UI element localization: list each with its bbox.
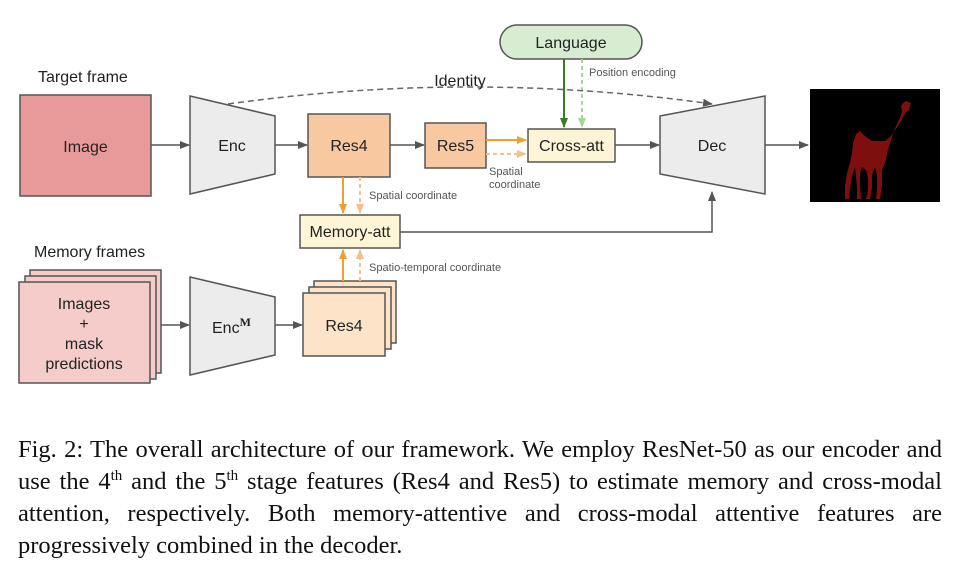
identity-connection	[227, 86, 713, 107]
memory-frames-stack	[18, 269, 162, 384]
spatial-label-line1: Spatial	[489, 166, 523, 178]
target-frame-label: Target frame	[38, 69, 128, 86]
spatial-coordinate-label: Spatial coordinate	[369, 190, 457, 202]
caption-fig-label: Fig. 2:	[18, 436, 84, 463]
caption-part-1: The overall architecture of our framewor…	[18, 436, 942, 495]
spatial-label-line2: coordinate	[489, 179, 540, 191]
language-box	[499, 24, 643, 60]
language-label: Language	[535, 35, 606, 52]
decoder-block	[659, 95, 766, 195]
position-encoding-label: Position encoding	[589, 67, 676, 79]
memory-encoder-superscript: M	[240, 315, 251, 329]
memory-box-line-4: predictions	[45, 356, 122, 373]
spatio-temporal-label: Spatio-temporal coordinate	[369, 262, 501, 274]
res5-label: Res5	[437, 138, 474, 155]
caption-sup-1: th	[110, 467, 123, 484]
caption-part-2: and the 5	[122, 468, 227, 495]
encoder-label: Enc	[218, 138, 246, 155]
image-box-label: Image	[63, 139, 108, 156]
image-box	[19, 94, 152, 197]
figure-caption: Fig. 2: The overall architecture of our …	[18, 434, 942, 562]
memory-res4-stack	[302, 280, 397, 357]
caption-sup-2: th	[226, 467, 239, 484]
memory-att-box	[299, 214, 401, 249]
decoder-label: Dec	[698, 138, 726, 155]
memory-frames-label: Memory frames	[34, 244, 145, 261]
memory-box-line-1: Images	[58, 296, 110, 313]
cross-att-label: Cross-att	[539, 138, 604, 155]
encoder-block	[189, 95, 276, 195]
caption-part-3: stage features (Res4 and Res5) to estima…	[18, 468, 942, 559]
giraffe-mask-shape	[845, 101, 911, 199]
memory-encoder-label: EncM	[212, 315, 251, 337]
res5-box	[424, 122, 487, 169]
identity-label: Identity	[434, 73, 486, 90]
memory-res4-label: Res4	[325, 318, 362, 335]
memory-encoder-block	[189, 276, 276, 376]
arrow-memoryatt-dec	[400, 191, 716, 233]
memory-box-line-3: mask	[65, 336, 104, 353]
memory-att-label: Memory-att	[310, 224, 391, 241]
res4-label: Res4	[330, 138, 367, 155]
memory-box-line-2: +	[79, 316, 88, 333]
architecture-diagram: Target frame Image Enc Res4 Res5 Spatial…	[18, 24, 940, 384]
output-mask-image	[810, 89, 940, 202]
